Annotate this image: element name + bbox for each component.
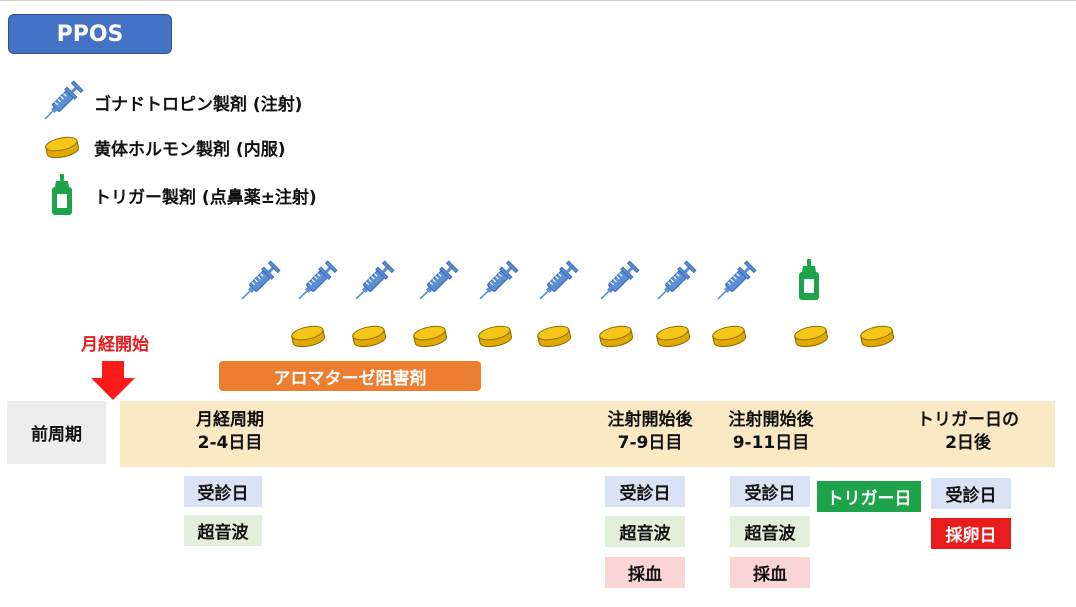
- legend-item-gonadotropin: ゴナドトロピン製剤 (注射): [36, 80, 302, 124]
- visit-day-tag: 受診日: [184, 476, 262, 507]
- syringe-icon: [650, 260, 700, 304]
- visit-day-tag: 受診日: [605, 476, 685, 507]
- down-arrow-icon: [91, 361, 135, 400]
- syringe-icon: [348, 260, 398, 304]
- tablet-icon: [410, 322, 450, 350]
- nasal-spray-icon: [794, 258, 824, 302]
- legend-label: トリガー製剤 (点鼻薬±注射): [94, 187, 317, 208]
- phase-line1: 月経周期: [196, 410, 264, 430]
- phase-line1: トリガー日の: [917, 410, 1019, 430]
- tablet-icon: [653, 322, 693, 350]
- tablet-icon: [791, 322, 831, 350]
- aromatase-inhibitor-bar: アロマターゼ阻害剤: [219, 361, 481, 391]
- page-title: PPOS: [8, 14, 172, 54]
- timeline-band: [120, 401, 1055, 467]
- pre-cycle-box: 前周期: [7, 401, 106, 464]
- blood-test-tag: 採血: [730, 557, 810, 588]
- syringe-icon: [593, 260, 643, 304]
- syringe-icon: [412, 260, 462, 304]
- tablet-icon: [288, 322, 328, 350]
- ultrasound-tag: 超音波: [184, 515, 262, 546]
- tablet-icon: [857, 322, 897, 350]
- legend-item-trigger: トリガー製剤 (点鼻薬±注射): [36, 173, 317, 217]
- visit-day-tag: 受診日: [730, 476, 810, 507]
- syringe-icon: [710, 260, 760, 304]
- phase-line1: 注射開始後: [607, 410, 693, 430]
- tablet-icon: [36, 125, 88, 169]
- tablet-icon: [475, 322, 515, 350]
- syringe-icon: [234, 260, 284, 304]
- ultrasound-tag: 超音波: [605, 516, 685, 547]
- syringe-icon: [36, 80, 88, 124]
- phase-line2: 9-11日目: [732, 433, 810, 453]
- syringe-icon: [291, 260, 341, 304]
- top-border: [0, 0, 1076, 1]
- visit-day-tag: 受診日: [931, 478, 1011, 509]
- legend-label: 黄体ホルモン製剤 (内服): [94, 139, 286, 160]
- syringe-icon: [532, 260, 582, 304]
- phase-cycle-day-2-4: 月経周期 2-4日目: [170, 409, 290, 455]
- legend-item-progestin: 黄体ホルモン製剤 (内服): [36, 125, 285, 169]
- syringe-icon: [472, 260, 522, 304]
- phase-injection-day-7-9: 注射開始後 7-9日目: [590, 409, 710, 455]
- tablet-icon: [596, 322, 636, 350]
- tablet-icon: [349, 322, 389, 350]
- phase-trigger-plus-2: トリガー日の 2日後: [898, 409, 1038, 455]
- phase-line1: 注射開始後: [728, 410, 814, 430]
- legend-label: ゴナドトロピン製剤 (注射): [94, 94, 303, 115]
- phase-line2: 7-9日目: [617, 433, 683, 453]
- tablet-icon: [709, 322, 749, 350]
- blood-test-tag: 採血: [605, 557, 685, 588]
- egg-retrieval-day-tag: 採卵日: [931, 518, 1011, 549]
- nasal-spray-icon: [36, 173, 88, 217]
- phase-injection-day-9-11: 注射開始後 9-11日目: [711, 409, 831, 455]
- trigger-day-tag: トリガー日: [817, 481, 921, 512]
- ultrasound-tag: 超音波: [730, 516, 810, 547]
- period-start-label: 月経開始: [81, 335, 149, 355]
- phase-line2: 2-4日目: [197, 433, 263, 453]
- tablet-icon: [534, 322, 574, 350]
- phase-line2: 2日後: [945, 433, 991, 453]
